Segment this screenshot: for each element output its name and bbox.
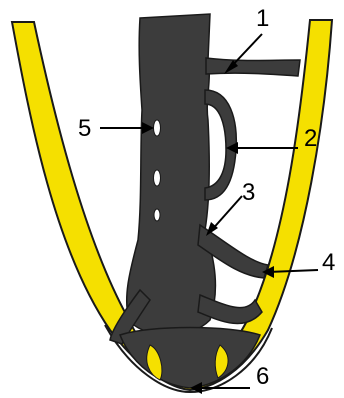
trunk-gap-upper [154,120,161,136]
label-4: 4 [322,249,335,276]
trunk-gap-lower [154,209,160,221]
arrow-3 [206,196,242,236]
trunk-gap-middle [154,170,161,186]
branch-1 [206,58,300,76]
label-3: 3 [242,179,255,206]
arrow-6 [190,382,250,394]
label-5: 5 [78,115,91,142]
label-2: 2 [304,125,317,152]
central-trunk [127,14,216,335]
label-6: 6 [256,363,269,390]
label-1: 1 [256,5,269,32]
bottom-base [120,328,260,389]
arrow-2 [226,142,298,154]
